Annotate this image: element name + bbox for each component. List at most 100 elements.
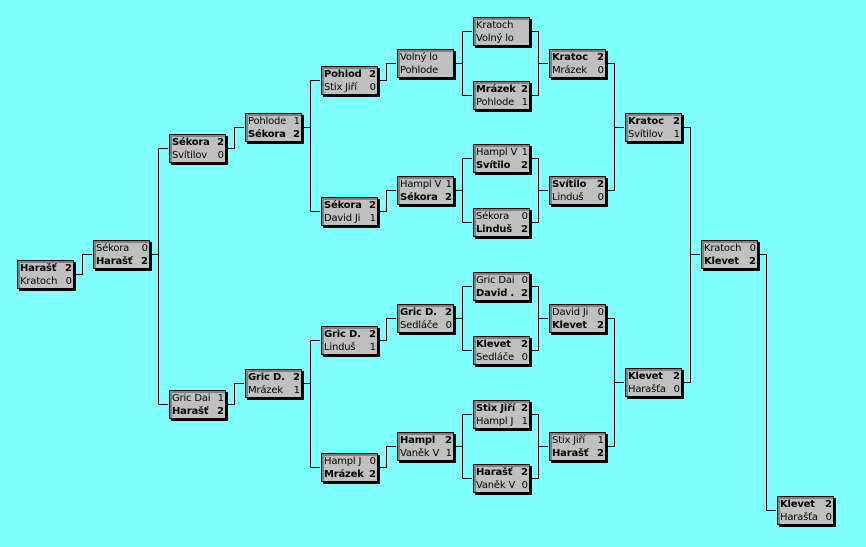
player-name: Harašť: [96, 256, 133, 267]
player-name: Kratoch: [704, 243, 742, 254]
player-score: 0: [521, 352, 528, 363]
player-name: Pohlod: [324, 69, 362, 80]
player-name: Gric Dai: [476, 275, 515, 286]
player-name: Sékora: [324, 200, 362, 211]
player-score: 0: [597, 192, 604, 203]
player-name: Linduš: [552, 192, 584, 203]
player-score: 0: [141, 243, 148, 254]
match-player-row: David . 2: [474, 288, 529, 300]
player-name: Klevet: [552, 320, 587, 331]
player-score: 0: [369, 456, 376, 467]
match-player-row: Hampl J 1: [474, 416, 529, 428]
player-score: 2: [369, 200, 376, 211]
match-player-row: Kratoc 2: [550, 52, 605, 64]
player-name: Harašť: [20, 263, 57, 274]
player-score: 1: [293, 385, 300, 396]
player-name: Pohlode: [248, 116, 287, 127]
player-score: 2: [673, 371, 680, 382]
player-name: Hampl J: [476, 416, 514, 427]
player-name: Sékora: [248, 129, 286, 140]
player-score: 2: [597, 179, 604, 190]
player-score: 0: [445, 320, 452, 331]
player-name: Klevet: [704, 256, 739, 267]
player-score: 2: [673, 116, 680, 127]
player-score: 2: [597, 52, 604, 63]
player-score: 2: [521, 84, 528, 95]
player-name: Sékora: [400, 192, 438, 203]
match-player-row: Klevet 2: [550, 320, 605, 332]
player-score: 2: [141, 256, 148, 267]
player-score: 0: [521, 275, 528, 286]
player-score: 0: [521, 211, 528, 222]
player-name: Svítilov: [628, 129, 663, 140]
player-score: 2: [521, 288, 528, 299]
player-score: [444, 65, 452, 77]
player-name: Hampl V: [400, 179, 442, 190]
player-score: 2: [293, 372, 300, 383]
player-name: Gric D.: [400, 307, 437, 318]
player-score: 1: [521, 97, 528, 108]
player-score: 2: [749, 256, 756, 267]
player-name: Sedláče: [400, 320, 439, 331]
player-score: 0: [369, 82, 376, 93]
player-score: 0: [65, 276, 72, 287]
player-score: 1: [597, 435, 604, 446]
player-name: Kratoc: [552, 52, 588, 63]
player-name: Sékora: [96, 243, 130, 254]
player-score: 2: [445, 435, 452, 446]
player-name: David .: [476, 288, 515, 299]
player-score: 1: [521, 416, 528, 427]
player-score: 2: [521, 224, 528, 235]
player-score: [520, 33, 528, 45]
player-name: Sékora: [476, 211, 510, 222]
player-name: Harašťa: [780, 512, 818, 523]
player-name: David Ji: [324, 213, 361, 224]
player-score: 2: [597, 320, 604, 331]
player-score: 2: [369, 69, 376, 80]
